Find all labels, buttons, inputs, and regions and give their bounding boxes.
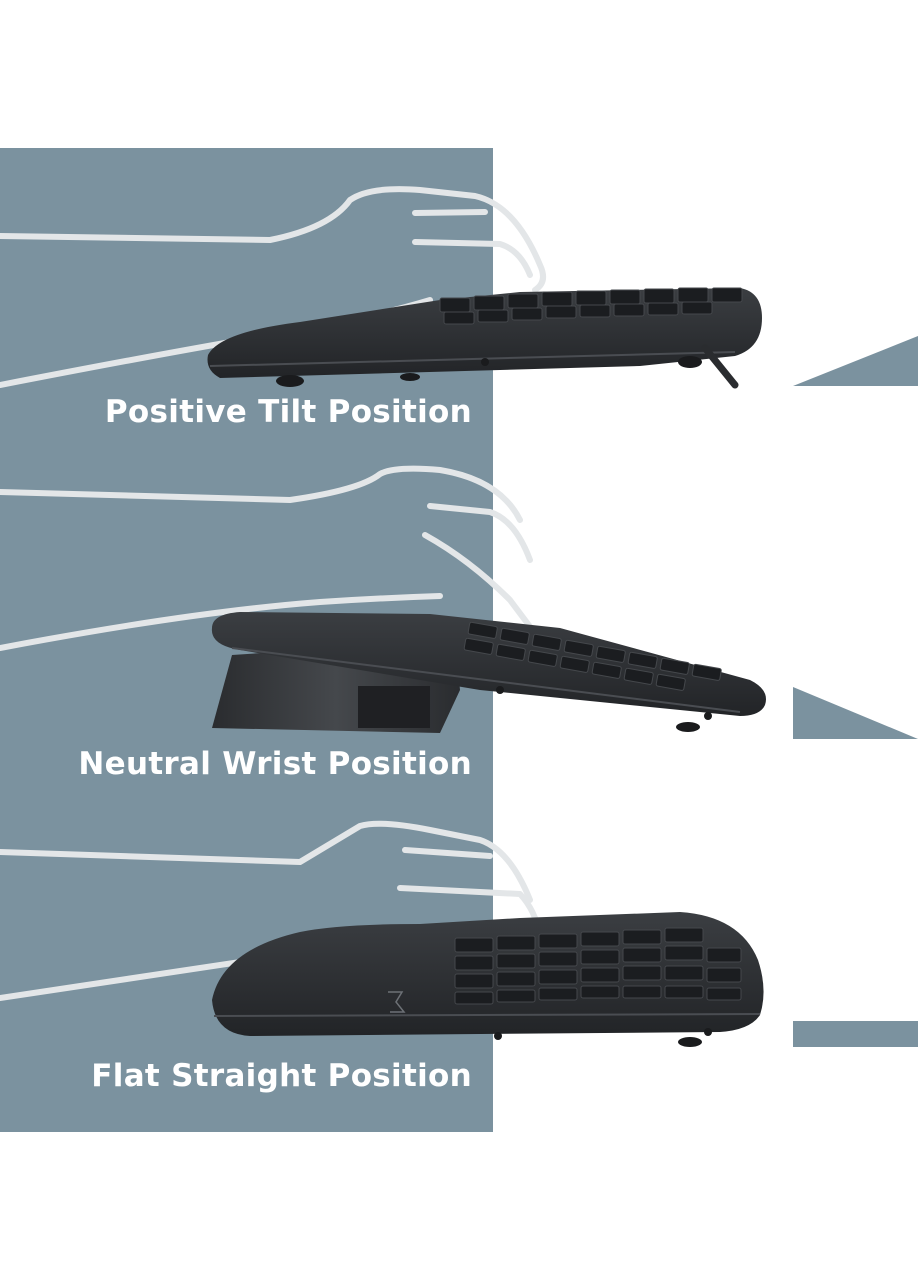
flat-straight-scene	[0, 820, 764, 1047]
keys	[463, 621, 722, 691]
positive-tilt-scene	[0, 186, 762, 389]
positive-tilt-label: Positive Tilt Position	[104, 394, 472, 430]
lower-arm-outline	[0, 593, 443, 651]
keys	[439, 287, 743, 325]
arm-outline	[0, 820, 543, 938]
keys	[454, 927, 742, 1005]
tilt-leg	[701, 344, 739, 389]
negative-tilt-wedge	[793, 687, 918, 739]
flat-bar	[793, 1021, 918, 1047]
logo-mark	[388, 991, 406, 1013]
arm-outline	[0, 186, 547, 293]
positive-tilt-wedge	[793, 336, 918, 386]
neutral-wrist-scene	[0, 465, 766, 733]
keyboard-body	[211, 612, 766, 716]
flat-straight-label: Flat Straight Position	[91, 1058, 472, 1094]
neutral-wrist-label: Neutral Wrist Position	[78, 746, 472, 782]
